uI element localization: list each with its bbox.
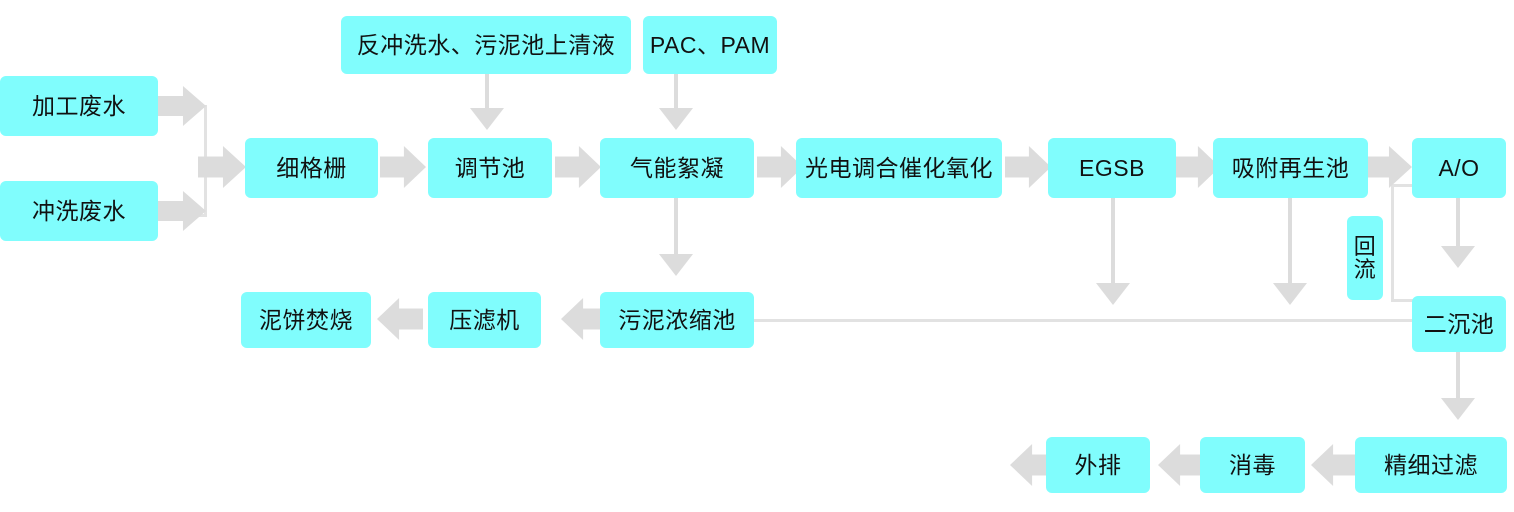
node-fine-filtration[interactable]: 精细过滤 <box>1355 437 1507 493</box>
arrow-backwash-to-equalization-stem <box>485 74 489 112</box>
arrow-filterpress-to-incineration <box>377 298 423 340</box>
arrow-pacpam-to-flotation-head <box>659 108 693 130</box>
node-photoelectric-catalytic-oxidation[interactable]: 光电调合催化氧化 <box>796 138 1002 198</box>
node-disinfection[interactable]: 消毒 <box>1200 437 1305 493</box>
node-equalization-tank[interactable]: 调节池 <box>428 138 552 198</box>
node-wash-wastewater[interactable]: 冲洗废水 <box>0 181 158 241</box>
node-mud-cake-incineration[interactable]: 泥饼焚烧 <box>241 292 371 348</box>
node-fine-screen[interactable]: 细格栅 <box>245 138 378 198</box>
node-process-wastewater[interactable]: 加工废水 <box>0 76 158 136</box>
node-adsorption-regeneration-tank[interactable]: 吸附再生池 <box>1213 138 1368 198</box>
connector-reflux-vertical <box>1391 184 1394 302</box>
arrow-filtration-to-disinfection <box>1311 444 1357 486</box>
connector-reflux-top <box>1391 184 1416 187</box>
arrow-flotation-to-thickener-stem <box>674 198 678 258</box>
arrow-adsorption-to-ao <box>1364 146 1412 188</box>
node-air-flotation[interactable]: 气能絮凝 <box>600 138 754 198</box>
arrow-process-wastewater-to-merge <box>158 86 206 126</box>
arrow-clarifier-to-filtration-stem <box>1456 352 1460 402</box>
connector-sludge-return-line <box>754 319 1414 322</box>
node-secondary-clarifier[interactable]: 二沉池 <box>1412 296 1506 352</box>
arrow-backwash-to-equalization-head <box>470 108 504 130</box>
node-backwash-supernatant[interactable]: 反冲洗水、污泥池上清液 <box>341 16 631 74</box>
arrow-flotation-to-thickener-head <box>659 254 693 276</box>
node-egsb[interactable]: EGSB <box>1048 138 1176 198</box>
node-filter-press[interactable]: 压滤机 <box>428 292 541 348</box>
arrow-disinfection-to-discharge <box>1158 444 1204 486</box>
node-discharge[interactable]: 外排 <box>1046 437 1150 493</box>
arrow-adsorption-to-sludge-head <box>1273 283 1307 305</box>
arrow-ao-to-clarifier-stem <box>1456 198 1460 250</box>
arrow-photocatalysis-to-egsb <box>1005 146 1051 188</box>
node-ao[interactable]: A/O <box>1412 138 1506 198</box>
arrow-wash-wastewater-to-merge <box>158 191 206 231</box>
node-sludge-thickener[interactable]: 污泥浓缩池 <box>600 292 754 348</box>
arrow-pacpam-to-flotation-stem <box>674 74 678 112</box>
arrow-clarifier-to-filtration-head <box>1441 398 1475 420</box>
arrow-fine-screen-to-equalization <box>380 146 426 188</box>
arrow-adsorption-to-sludge-stem <box>1288 198 1292 288</box>
node-pac-pam[interactable]: PAC、PAM <box>643 16 777 74</box>
arrow-equalization-to-flotation <box>555 146 601 188</box>
arrow-egsb-to-sludge-head <box>1096 283 1130 305</box>
arrow-ao-to-clarifier-head <box>1441 246 1475 268</box>
connector-reflux-bottom <box>1391 299 1416 302</box>
node-reflux[interactable]: 回流 <box>1347 216 1383 300</box>
arrow-egsb-to-sludge-stem <box>1111 198 1115 288</box>
